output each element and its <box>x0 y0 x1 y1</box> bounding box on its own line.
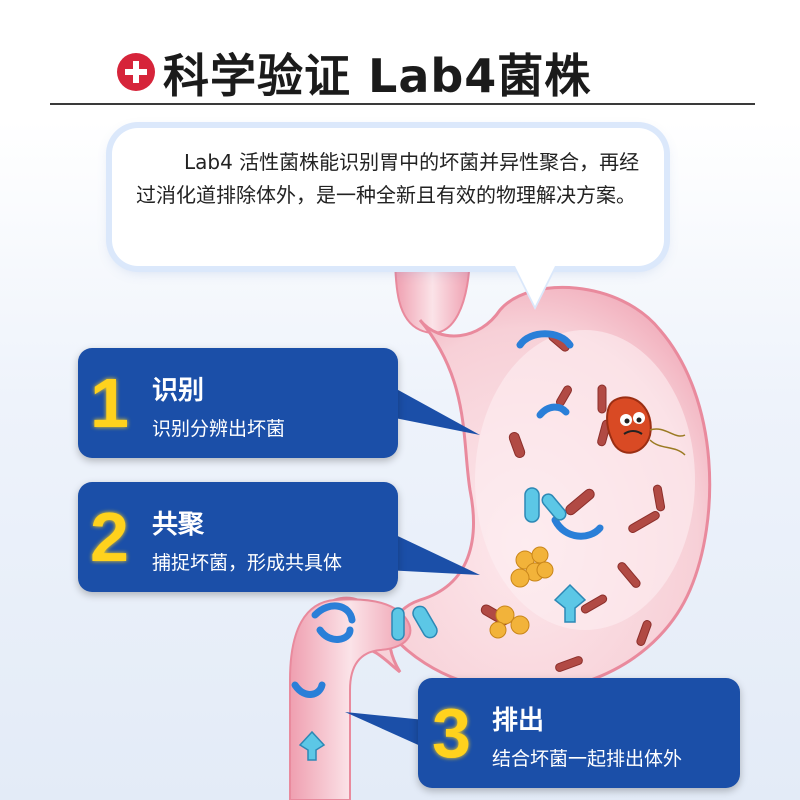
title-divider <box>50 103 755 105</box>
page-title: 科学验证 Lab4菌株 <box>163 49 592 103</box>
callout-bubble-tail <box>513 262 557 306</box>
callout-bubble: Lab4 活性菌株能识别胃中的坏菌并异性聚合，再经过消化道排除体外，是一种全新且… <box>112 128 664 266</box>
title-bar: 科学验证 Lab4菌株 <box>0 18 800 103</box>
step-card-3: 3 排出 结合坏菌一起排出体外 <box>418 678 740 788</box>
step-card-2: 2 共聚 捕捉坏菌，形成共具体 <box>78 482 398 592</box>
bacteria-red <box>480 332 666 672</box>
step-3-desc: 结合坏菌一起排出体外 <box>492 748 683 770</box>
step-1-title: 识别 <box>152 376 205 406</box>
step-3-title: 排出 <box>492 706 545 736</box>
card-1-pointer <box>380 380 480 435</box>
esophagus <box>393 249 472 334</box>
card-2-pointer <box>385 530 480 575</box>
step-2-desc: 捕捉坏菌，形成共具体 <box>152 552 343 574</box>
bacteria-yellow <box>489 546 554 639</box>
step-1-desc: 识别分辨出坏菌 <box>152 418 286 440</box>
medical-cross-icon <box>117 53 155 91</box>
step-card-1: 1 识别 识别分辨出坏菌 <box>78 348 398 458</box>
bad-bacterium <box>606 396 686 456</box>
bacteria-cyan <box>298 487 587 761</box>
step-2-title: 共聚 <box>152 510 205 540</box>
card-3-pointer <box>345 712 425 748</box>
callout-text: Lab4 活性菌株能识别胃中的坏菌并异性聚合，再经过消化道排除体外，是一种全新且… <box>136 150 640 207</box>
bacteria-blue <box>291 330 604 698</box>
step-2-number: 2 <box>90 498 129 576</box>
step-3-number: 3 <box>432 694 471 772</box>
step-1-number: 1 <box>90 364 129 442</box>
duodenum <box>289 598 412 800</box>
